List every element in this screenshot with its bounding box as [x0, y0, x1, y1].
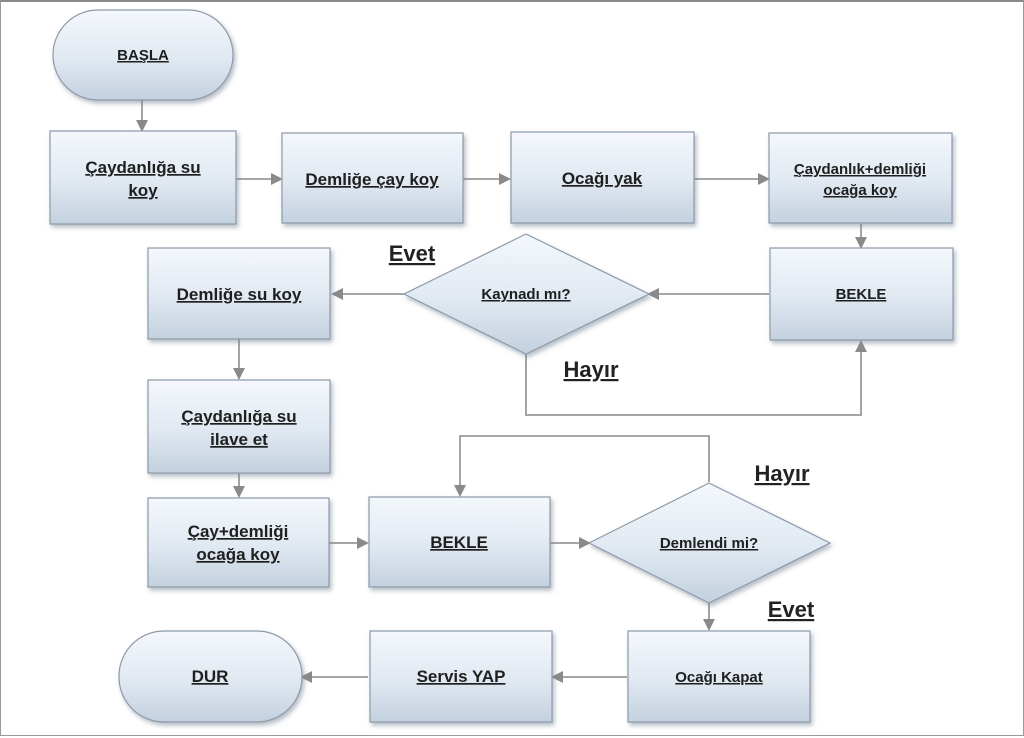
kettle-teapot-stove-box: Çaydanlık+demliği ocağa koy: [768, 132, 953, 224]
edge-boiled-no-loop: [525, 340, 867, 416]
teapot-tea-box: Demliğe çay koy: [281, 132, 464, 224]
kettle-teapot-stove-line2: ocağa koy: [823, 182, 897, 199]
kettle-teapot-stove-line1: Çaydanlık+demliği: [794, 161, 926, 178]
edge-labels: Evet Hayır Hayır Evet: [389, 241, 815, 622]
connectors: [136, 100, 867, 683]
start-label: BAŞLA: [117, 47, 169, 64]
edge-brewed-no-loop: [454, 435, 710, 497]
boiled-no-label: Hayır: [563, 357, 618, 382]
serve-label: Servis YAP: [417, 667, 506, 686]
serve-box: Servis YAP: [369, 630, 553, 723]
kettle-water-label-line1: Çaydanlığa su: [85, 158, 200, 177]
nodes: BAŞLA Çaydanlığa su koy Demliğe çay koy …: [49, 9, 954, 723]
tea-teapot-stove-line2: ocağa koy: [196, 545, 280, 564]
brewed-yes-label: Evet: [768, 597, 815, 622]
add-water-box: Çaydanlığa su ilave et: [147, 379, 331, 474]
tea-teapot-stove-line1: Çay+demliği: [188, 522, 289, 541]
kettle-water-label-line2: koy: [128, 181, 158, 200]
start-terminal: BAŞLA: [52, 9, 234, 101]
boiled-decision-label: Kaynadı mı?: [481, 286, 570, 303]
end-label: DUR: [192, 667, 229, 686]
add-water-line1: Çaydanlığa su: [181, 407, 296, 426]
teapot-water-label: Demliğe su koy: [177, 285, 302, 304]
light-stove-box: Ocağı yak: [510, 131, 695, 224]
boiled-yes-label: Evet: [389, 241, 436, 266]
wait2-label: BEKLE: [430, 533, 488, 552]
kettle-water-box: Çaydanlığa su koy: [49, 130, 237, 225]
boiled-decision: Kaynadı mı?: [402, 233, 651, 355]
brewed-decision: Demlendi mi?: [587, 482, 832, 604]
tea-teapot-stove-box: Çay+demliği ocağa koy: [147, 497, 330, 588]
end-terminal: DUR: [118, 630, 303, 723]
stove-off-box: Ocağı Kapat: [627, 630, 811, 723]
wait1-label: BEKLE: [836, 286, 887, 303]
wait1-box: BEKLE: [769, 247, 954, 341]
light-stove-label: Ocağı yak: [562, 169, 643, 188]
teapot-tea-label: Demliğe çay koy: [305, 170, 439, 189]
brewed-decision-label: Demlendi mi?: [660, 535, 758, 552]
add-water-line2: ilave et: [210, 430, 268, 449]
stove-off-label: Ocağı Kapat: [675, 669, 763, 686]
wait2-box: BEKLE: [368, 496, 551, 588]
teapot-water-box: Demliğe su koy: [147, 247, 331, 340]
brewed-no-label: Hayır: [754, 461, 809, 486]
